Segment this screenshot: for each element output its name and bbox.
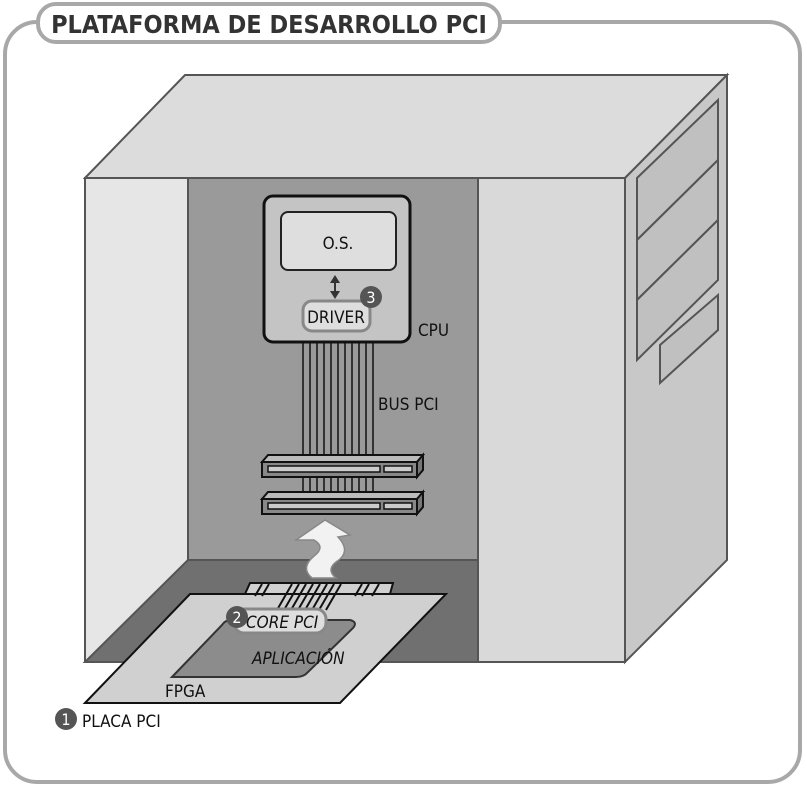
fpga-label: FPGA: [165, 682, 206, 702]
badge-1-number: 1: [61, 710, 70, 729]
double-arrow-icon: [330, 275, 340, 299]
badge-3: [360, 286, 382, 308]
bus-label: BUS PCI: [378, 395, 439, 415]
driver-box: [301, 299, 372, 333]
badge-2: [226, 606, 248, 628]
insert-arrow-icon: [293, 519, 353, 579]
os-label: O.S.: [323, 234, 354, 254]
pci-slot: [259, 489, 426, 517]
application-label: APLICACIÓN: [251, 647, 345, 669]
drive-bay: [659, 292, 719, 386]
badge-2-number: 2: [232, 608, 241, 627]
computer-case: [82, 72, 730, 665]
title-pill: [36, 2, 502, 44]
drive-bay: [636, 217, 719, 363]
badge-3-number: 3: [366, 288, 375, 307]
case-top: [82, 74, 730, 179]
diagram-title: PLATAFORMA DE DESARROLLO PCI: [51, 10, 487, 39]
placa-pci-label: PLACA PCI: [82, 712, 161, 732]
os-box: [280, 211, 397, 271]
case-right-panel: [477, 177, 626, 663]
core-pci-label: CORE PCI: [246, 613, 319, 633]
cpu-label: CPU: [418, 321, 449, 341]
edge-connector: [243, 582, 395, 611]
pci-slot: [259, 452, 426, 480]
badge-1: [55, 708, 77, 730]
driver-label: DRIVER: [307, 308, 365, 328]
